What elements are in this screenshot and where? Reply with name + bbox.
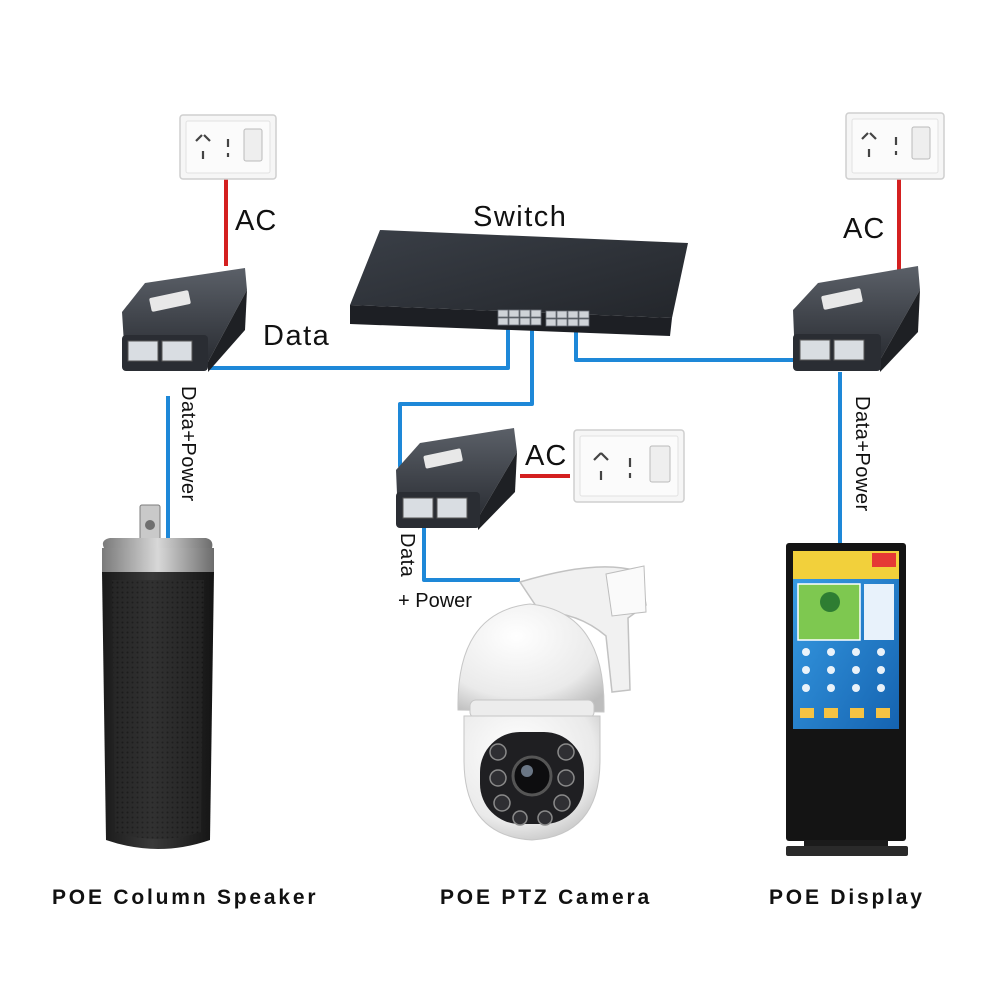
network-switch-icon xyxy=(350,230,688,336)
data-label-center: Data xyxy=(396,533,418,578)
ac-label-right: AC xyxy=(843,213,886,245)
data-cable-camera xyxy=(422,528,520,582)
ac-label-center: AC xyxy=(525,440,568,472)
kiosk-display-icon xyxy=(786,543,908,856)
data-link-label: Data xyxy=(263,320,331,352)
caption-speaker: POE Column Speaker xyxy=(52,886,319,909)
poe-injector-icon xyxy=(122,268,247,372)
switch-label: Switch xyxy=(473,201,568,233)
wall-outlet-icon xyxy=(845,112,945,180)
data-cable-switch-left xyxy=(208,325,510,370)
data-cable-switch-right xyxy=(574,325,795,362)
poe-injector-icon xyxy=(396,428,517,530)
data-power-label-left: Data+Power xyxy=(177,386,199,502)
wall-outlet-icon xyxy=(573,429,685,503)
column-speaker-icon xyxy=(102,504,214,849)
power-label-center: + Power xyxy=(398,590,472,612)
data-power-label-right: Data+Power xyxy=(851,396,873,512)
ac-label-left: AC xyxy=(235,205,278,237)
wall-outlet-icon xyxy=(179,114,277,180)
data-cables xyxy=(166,325,842,582)
poe-injector-icon xyxy=(793,266,920,372)
ptz-camera-icon xyxy=(457,565,647,841)
caption-display: POE Display xyxy=(769,886,925,909)
ac-cables xyxy=(224,166,901,478)
caption-camera: POE PTZ Camera xyxy=(440,886,652,909)
